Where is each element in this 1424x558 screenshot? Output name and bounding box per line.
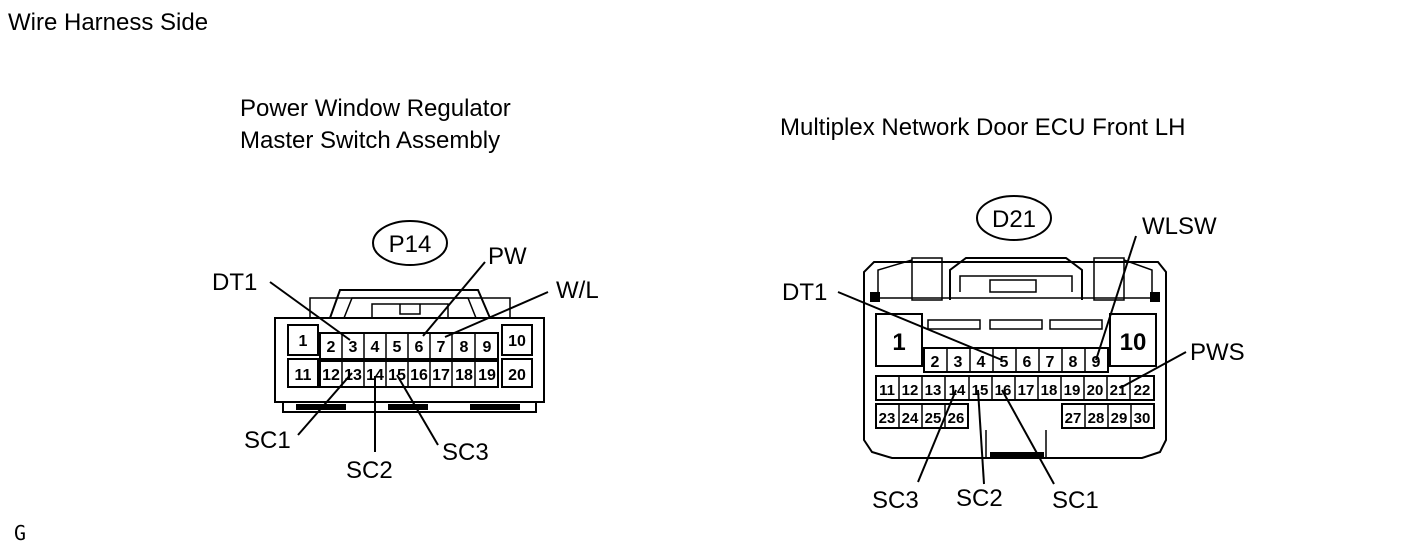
terminal-label-p14-pw: PW (488, 243, 527, 270)
connector-p14-housing (274, 289, 545, 413)
connector-d21-pin-8: 8 (1069, 354, 1078, 371)
connector-d21: Multiplex Network Door ECU Front LH D21 (780, 114, 1245, 514)
connector-p14-pin-13: 13 (344, 367, 362, 384)
terminal-label-d21-dt1: DT1 (782, 279, 827, 306)
connector-p14-pin-row-lower (319, 360, 499, 388)
connector-p14-pin-10: 10 (508, 333, 526, 350)
connector-d21-pin-18: 18 (1041, 382, 1058, 399)
connector-d21-housing (863, 257, 1167, 459)
connector-d21-pin-22: 22 (1134, 382, 1151, 399)
connector-d21-pin-10: 10 (1120, 329, 1147, 356)
terminal-label-d21-sc2: SC2 (956, 485, 1003, 512)
connector-d21-pin-cell-10 (1109, 313, 1157, 367)
connector-p14: Power Window Regulator Master Switch Ass… (212, 95, 599, 484)
connector-d21-pin-4: 4 (977, 354, 986, 371)
connector-p14-title-line-1: Power Window Regulator (240, 95, 511, 122)
connector-p14-pin-20: 20 (508, 367, 526, 384)
connector-d21-pin-12: 12 (902, 382, 919, 399)
connector-p14-pin-2: 2 (327, 339, 336, 356)
terminal-label-p14-sc2: SC2 (346, 457, 393, 484)
connector-d21-pin-30: 30 (1134, 410, 1151, 427)
connector-p14-pin-3: 3 (349, 339, 358, 356)
connector-p14-pin-9: 9 (483, 339, 492, 356)
connector-d21-pin-3: 3 (954, 354, 963, 371)
leader-p14-sc3 (396, 374, 439, 446)
connector-d21-pin-23: 23 (879, 410, 896, 427)
terminal-label-d21-pws: PWS (1190, 339, 1245, 366)
leader-d21-dt1 (837, 291, 1003, 361)
leader-d21-pws (1119, 351, 1187, 389)
connector-p14-title-line-2: Master Switch Assembly (240, 127, 500, 154)
connector-d21-pin-29: 29 (1111, 410, 1128, 427)
connector-p14-pin-17: 17 (432, 367, 450, 384)
connector-p14-code: P14 (389, 231, 432, 258)
leader-d21-sc2 (977, 389, 985, 485)
terminal-label-d21-wlsw: WLSW (1142, 213, 1217, 240)
connector-p14-pin-19: 19 (478, 367, 496, 384)
connector-p14-pin-12: 12 (322, 367, 340, 384)
terminal-label-p14-sc1: SC1 (244, 427, 291, 454)
connector-d21-pin-1: 1 (892, 329, 905, 356)
connector-p14-pin-8: 8 (460, 339, 469, 356)
connector-d21-pin-20: 20 (1087, 382, 1104, 399)
terminal-label-p14-wl: W/L (556, 277, 599, 304)
connector-p14-pin-11: 11 (295, 367, 312, 384)
connector-p14-pin-cell-11 (287, 358, 319, 388)
connector-d21-pin-2: 2 (931, 354, 940, 371)
connector-d21-title: Multiplex Network Door ECU Front LH (780, 114, 1185, 141)
terminal-label-p14-sc3: SC3 (442, 439, 489, 466)
leader-d21-sc1 (1001, 389, 1055, 485)
leader-d21-sc3 (917, 389, 957, 483)
connector-d21-code: D21 (992, 206, 1036, 233)
connector-d21-pin-9: 9 (1092, 354, 1101, 371)
connector-p14-pin-16: 16 (410, 367, 428, 384)
connector-p14-pin-7: 7 (437, 339, 446, 356)
connector-d21-pin-cell-1 (875, 313, 923, 367)
connector-d21-pin-21: 21 (1110, 382, 1127, 399)
connector-p14-pin-18: 18 (455, 367, 473, 384)
connector-d21-pin-17: 17 (1018, 382, 1035, 399)
connector-d21-pin-7: 7 (1046, 354, 1055, 371)
connector-d21-pin-5: 5 (1000, 354, 1009, 371)
terminal-label-p14-dt1: DT1 (212, 269, 257, 296)
connector-d21-pin-28: 28 (1088, 410, 1105, 427)
connector-p14-pin-6: 6 (415, 339, 424, 356)
leader-d21-wlsw (1095, 235, 1137, 361)
leader-p14-dt1 (269, 281, 351, 341)
connector-p14-pin-cell-10 (501, 324, 533, 356)
connector-d21-pin-15: 15 (972, 382, 989, 399)
connector-d21-pin-24: 24 (902, 410, 919, 427)
connector-d21-pin-13: 13 (925, 382, 942, 399)
connector-p14-pin-1: 1 (299, 333, 308, 350)
leader-p14-pw (422, 261, 486, 337)
connector-d21-pin-11: 11 (879, 382, 895, 399)
connector-d21-code-badge (976, 195, 1052, 241)
terminal-label-d21-sc1: SC1 (1052, 487, 1099, 514)
connector-d21-pin-14: 14 (949, 382, 966, 399)
terminal-label-d21-sc3: SC3 (872, 487, 919, 514)
connector-p14-pin-4: 4 (371, 339, 380, 356)
connector-d21-pin-19: 19 (1064, 382, 1081, 399)
connector-d21-pin-6: 6 (1023, 354, 1032, 371)
leader-p14-wl (444, 291, 549, 338)
connector-p14-pin-cell-1 (287, 324, 319, 356)
connector-p14-pin-row-upper (319, 332, 499, 360)
figure-code: G (14, 521, 26, 545)
connector-p14-code-badge (372, 220, 448, 266)
leader-p14-sc1 (297, 372, 353, 436)
connector-d21-pin-26: 26 (948, 410, 965, 427)
connector-p14-pin-5: 5 (393, 339, 402, 356)
connector-p14-pin-cell-20 (501, 358, 533, 388)
connector-p14-pin-14: 14 (366, 367, 384, 384)
view-label: Wire Harness Side (8, 9, 208, 36)
connector-d21-pin-27: 27 (1065, 410, 1082, 427)
connector-d21-pin-25: 25 (925, 410, 942, 427)
